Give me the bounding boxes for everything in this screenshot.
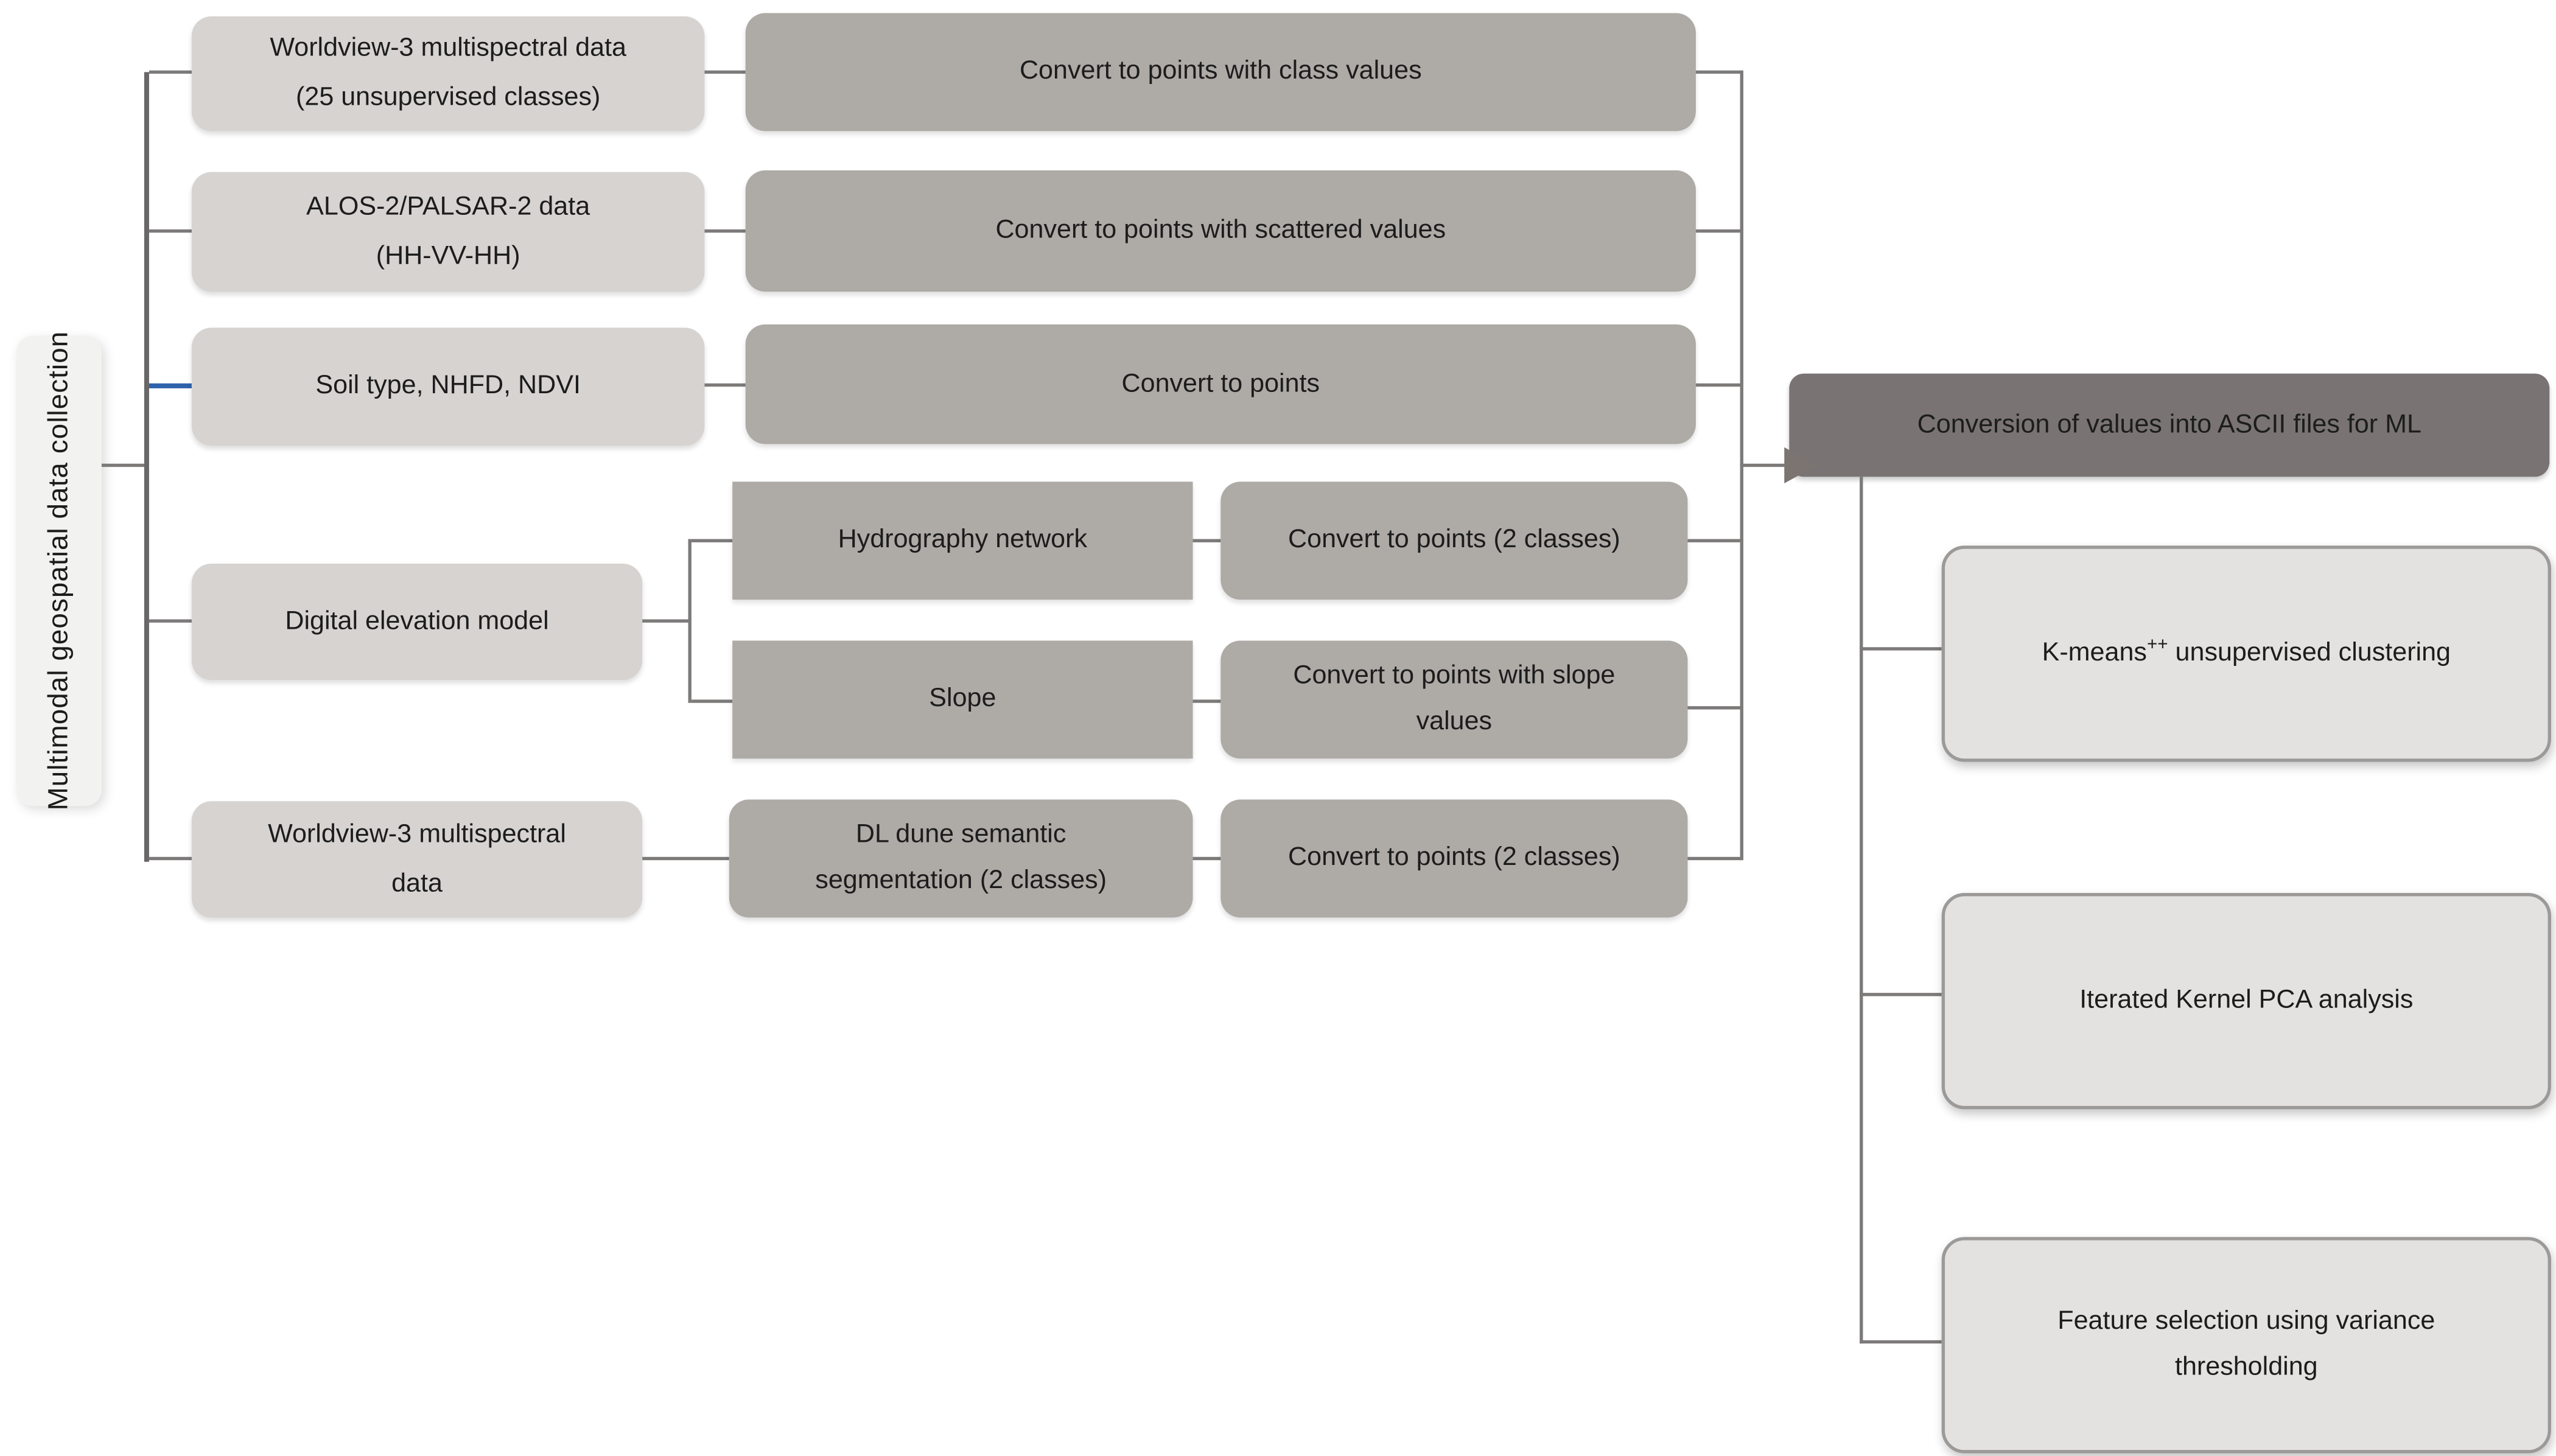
slope-box: Slope	[732, 640, 1193, 759]
feature-line: Feature selection using variance	[2057, 1307, 2435, 1335]
convert-box-text: Convert to points with slope values	[1293, 654, 1615, 746]
source-line: Digital elevation model	[285, 607, 549, 635]
connector-trunk-worldview25	[149, 70, 192, 74]
convert-class-values-box: Convert to points with class values	[745, 13, 1696, 131]
connector-convert5-collector	[1687, 706, 1742, 710]
feature-line: thresholding	[2174, 1353, 2318, 1382]
collection-label: Multimodal geospatial data collection	[41, 331, 73, 811]
feature-selection-box: Feature selection using variance thresho…	[1941, 1237, 2551, 1454]
ascii-conversion-box: Conversion of values into ASCII files fo…	[1789, 373, 2550, 477]
kmeans-clustering-box: K-means++ unsupervised clustering	[1941, 545, 2551, 762]
connector-convert2-collector	[1695, 229, 1742, 233]
connector-label-trunk	[101, 463, 146, 467]
source-box-text: Worldview-3 multispectral data (25 unsup…	[270, 24, 626, 123]
connector-worldview-dldune	[642, 856, 729, 861]
convert-box-text: Convert to points (2 classes)	[1288, 844, 1620, 872]
connector-worldview25-convert	[704, 70, 746, 74]
collection-label-box: Multimodal geospatial data collection	[16, 331, 102, 811]
source-box-alos-palsar: ALOS-2/PALSAR-2 data (HH-VV-HH)	[191, 172, 705, 292]
connector-convert6-collector	[1687, 856, 1742, 861]
connector-alos-convert	[704, 229, 746, 233]
connector-dem-hydrography	[691, 539, 733, 542]
connector-slope-convert	[1192, 699, 1221, 703]
convert-box-text: Convert to points	[1121, 369, 1320, 398]
branch-line: segmentation (2 classes)	[815, 866, 1107, 895]
convert-points-box: Convert to points	[745, 324, 1696, 444]
connector-hydrography-convert	[1192, 539, 1221, 542]
source-line: data	[391, 869, 443, 897]
kmeans-superscript: ++	[2146, 635, 2168, 656]
ascii-box-text: Conversion of values into ASCII files fo…	[1917, 410, 2421, 439]
source-line: (HH-VV-HH)	[376, 242, 520, 270]
kernel-pca-box: Iterated Kernel PCA analysis	[1941, 892, 2551, 1110]
connector-collector-ascii	[1740, 463, 1796, 467]
source-box-worldview: Worldview-3 multispectral data	[191, 801, 643, 918]
source-box-dem: Digital elevation model	[191, 563, 643, 681]
kmeans-suffix: unsupervised clustering	[2168, 639, 2451, 668]
connector-trunk-vertical	[144, 72, 149, 862]
source-box-text: ALOS-2/PALSAR-2 data (HH-VV-HH)	[306, 183, 590, 281]
source-line: ALOS-2/PALSAR-2 data	[306, 192, 590, 221]
convert-scattered-values-box: Convert to points with scattered values	[745, 170, 1696, 292]
branch-box-text: Slope	[929, 685, 996, 713]
connector-dem-stub	[642, 619, 688, 623]
arrow-right-icon	[1784, 447, 1818, 484]
connector-soil-convert	[704, 383, 746, 387]
convert-box-text: Convert to points with class values	[1019, 57, 1422, 86]
feature-box-text: Feature selection using variance thresho…	[2057, 1300, 2435, 1391]
pca-box-text: Iterated Kernel PCA analysis	[2079, 986, 2414, 1015]
connector-convert1-collector	[1695, 70, 1742, 74]
branch-box-text: Hydrography network	[838, 526, 1088, 555]
convert-2classes-dl-box: Convert to points (2 classes)	[1220, 799, 1688, 918]
source-line: (25 unsupervised classes)	[296, 83, 601, 112]
connector-ascii-drop-vertical	[1860, 477, 1863, 1344]
source-line: Worldview-3 multispectral data	[270, 34, 626, 63]
convert-line: Convert to points with slope	[1293, 662, 1616, 690]
connector-drop-pca	[1860, 993, 1942, 996]
connector-convert4-collector	[1687, 539, 1742, 542]
kmeans-box-text: K-means++ unsupervised clustering	[2042, 636, 2451, 671]
kmeans-prefix: K-means	[2042, 639, 2147, 668]
convert-box-text: Convert to points with scattered values	[995, 216, 1446, 245]
connector-dem-slope	[691, 699, 733, 703]
connector-dldune-convert	[1192, 856, 1221, 861]
connector-drop-feature	[1860, 1340, 1942, 1344]
source-box-soil-nhfd-ndvi: Soil type, NHFD, NDVI	[191, 327, 705, 446]
hydrography-network-box: Hydrography network	[732, 481, 1193, 600]
branch-line: DL dune semantic	[855, 821, 1066, 849]
convert-slope-values-box: Convert to points with slope values	[1220, 640, 1688, 759]
dl-dune-segmentation-box: DL dune semantic segmentation (2 classes…	[729, 799, 1193, 918]
convert-box-text: Convert to points (2 classes)	[1288, 526, 1620, 555]
connector-trunk-worldview	[149, 856, 192, 861]
source-line: Worldview-3 multispectral	[268, 820, 566, 848]
connector-convert3-collector	[1695, 383, 1742, 387]
convert-2classes-hydro-box: Convert to points (2 classes)	[1220, 481, 1688, 600]
connector-trunk-alos	[149, 229, 192, 233]
convert-line: values	[1416, 707, 1493, 736]
connector-trunk-dem	[149, 619, 192, 623]
source-line: Soil type, NHFD, NDVI	[315, 372, 581, 401]
source-box-text: Worldview-3 multispectral data	[268, 810, 566, 909]
source-box-worldview-25classes: Worldview-3 multispectral data (25 unsup…	[191, 16, 705, 131]
connector-dem-branch-vertical	[688, 539, 692, 703]
branch-box-text: DL dune semantic segmentation (2 classes…	[815, 813, 1107, 905]
connector-drop-kmeans	[1860, 647, 1942, 651]
connector-trunk-soil-blue	[149, 383, 192, 388]
